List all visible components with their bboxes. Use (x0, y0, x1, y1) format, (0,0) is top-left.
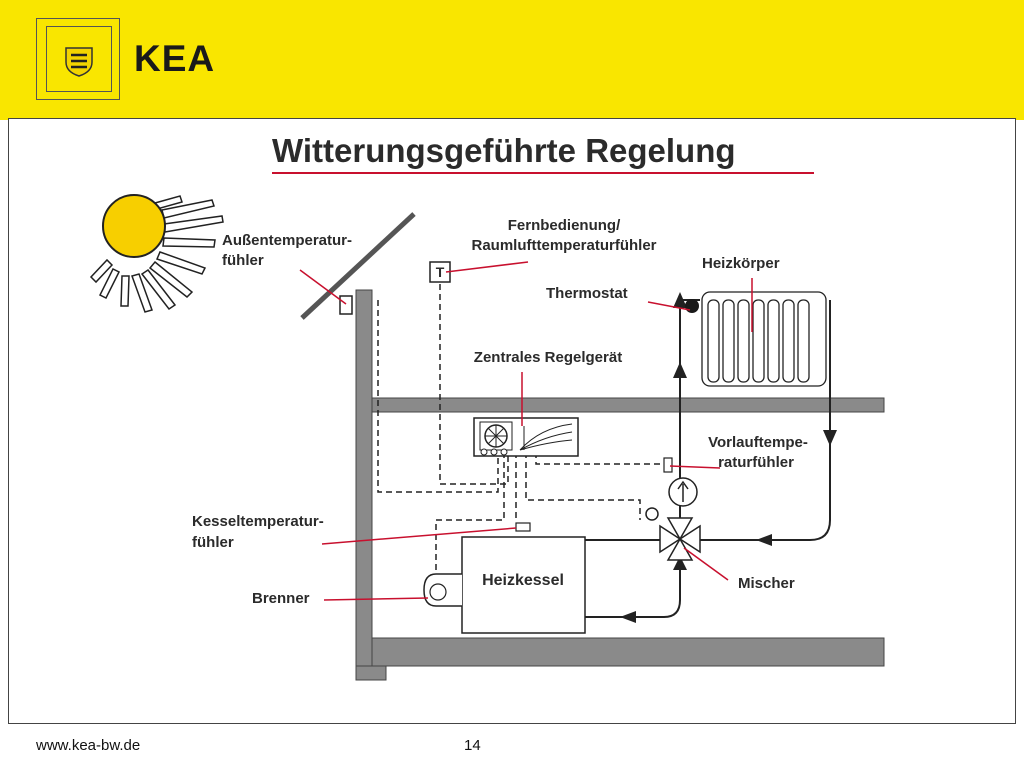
central-controller (473, 417, 579, 457)
slide-title: Witterungsgeführte Regelung (272, 132, 736, 169)
logo-inner-frame (46, 26, 112, 92)
radiator-icon (701, 291, 827, 387)
kesseltemp-label-line2: fühler (192, 534, 234, 551)
logo-frame (36, 18, 120, 100)
heizkessel-label: Heizkessel (482, 572, 564, 589)
aussentemp-label-line1: Außentemperatur- (222, 232, 352, 249)
room-sensor-label: T (436, 264, 445, 280)
vorlauf-label-line2: raturfühler (718, 454, 794, 471)
thermostat-icon (685, 299, 699, 313)
leader-lines (299, 261, 753, 601)
thermostat-label: Thermostat (546, 285, 628, 302)
fernbedienung-label-line1: Fernbedienung/ (508, 217, 621, 234)
signal-lines (377, 284, 664, 570)
flow-arrows (620, 292, 837, 623)
outside-sensor (339, 295, 353, 315)
title-underline (272, 172, 814, 174)
mixer-valve-icon (659, 517, 701, 561)
aussentemp-label-line2: fühler (222, 252, 264, 269)
logo-text: KEA (134, 38, 216, 79)
fernbedienung-label-line2: Raumlufttemperaturfühler (471, 237, 656, 254)
vorlauf-label-line1: Vorlauftempe- (708, 434, 808, 451)
roof-line (300, 212, 416, 320)
pipes (585, 299, 831, 618)
brenner-label: Brenner (252, 590, 310, 607)
footer-url[interactable]: www.kea-bw.de (36, 737, 141, 754)
heizkoerper-label: Heizkörper (702, 255, 780, 272)
coat-of-arms-icon (65, 47, 93, 77)
page-number: 14 (464, 737, 481, 754)
boiler (461, 536, 586, 634)
regelgeraet-label: Zentrales Regelgerät (474, 349, 622, 366)
boiler-sensor (515, 522, 531, 532)
header-bar (0, 0, 1024, 120)
sun-icon (89, 194, 224, 313)
kesseltemp-label-line1: Kesseltemperatur- (192, 513, 324, 530)
flow-sensor (663, 457, 673, 473)
mischer-label: Mischer (738, 575, 795, 592)
building-walls (355, 289, 885, 681)
